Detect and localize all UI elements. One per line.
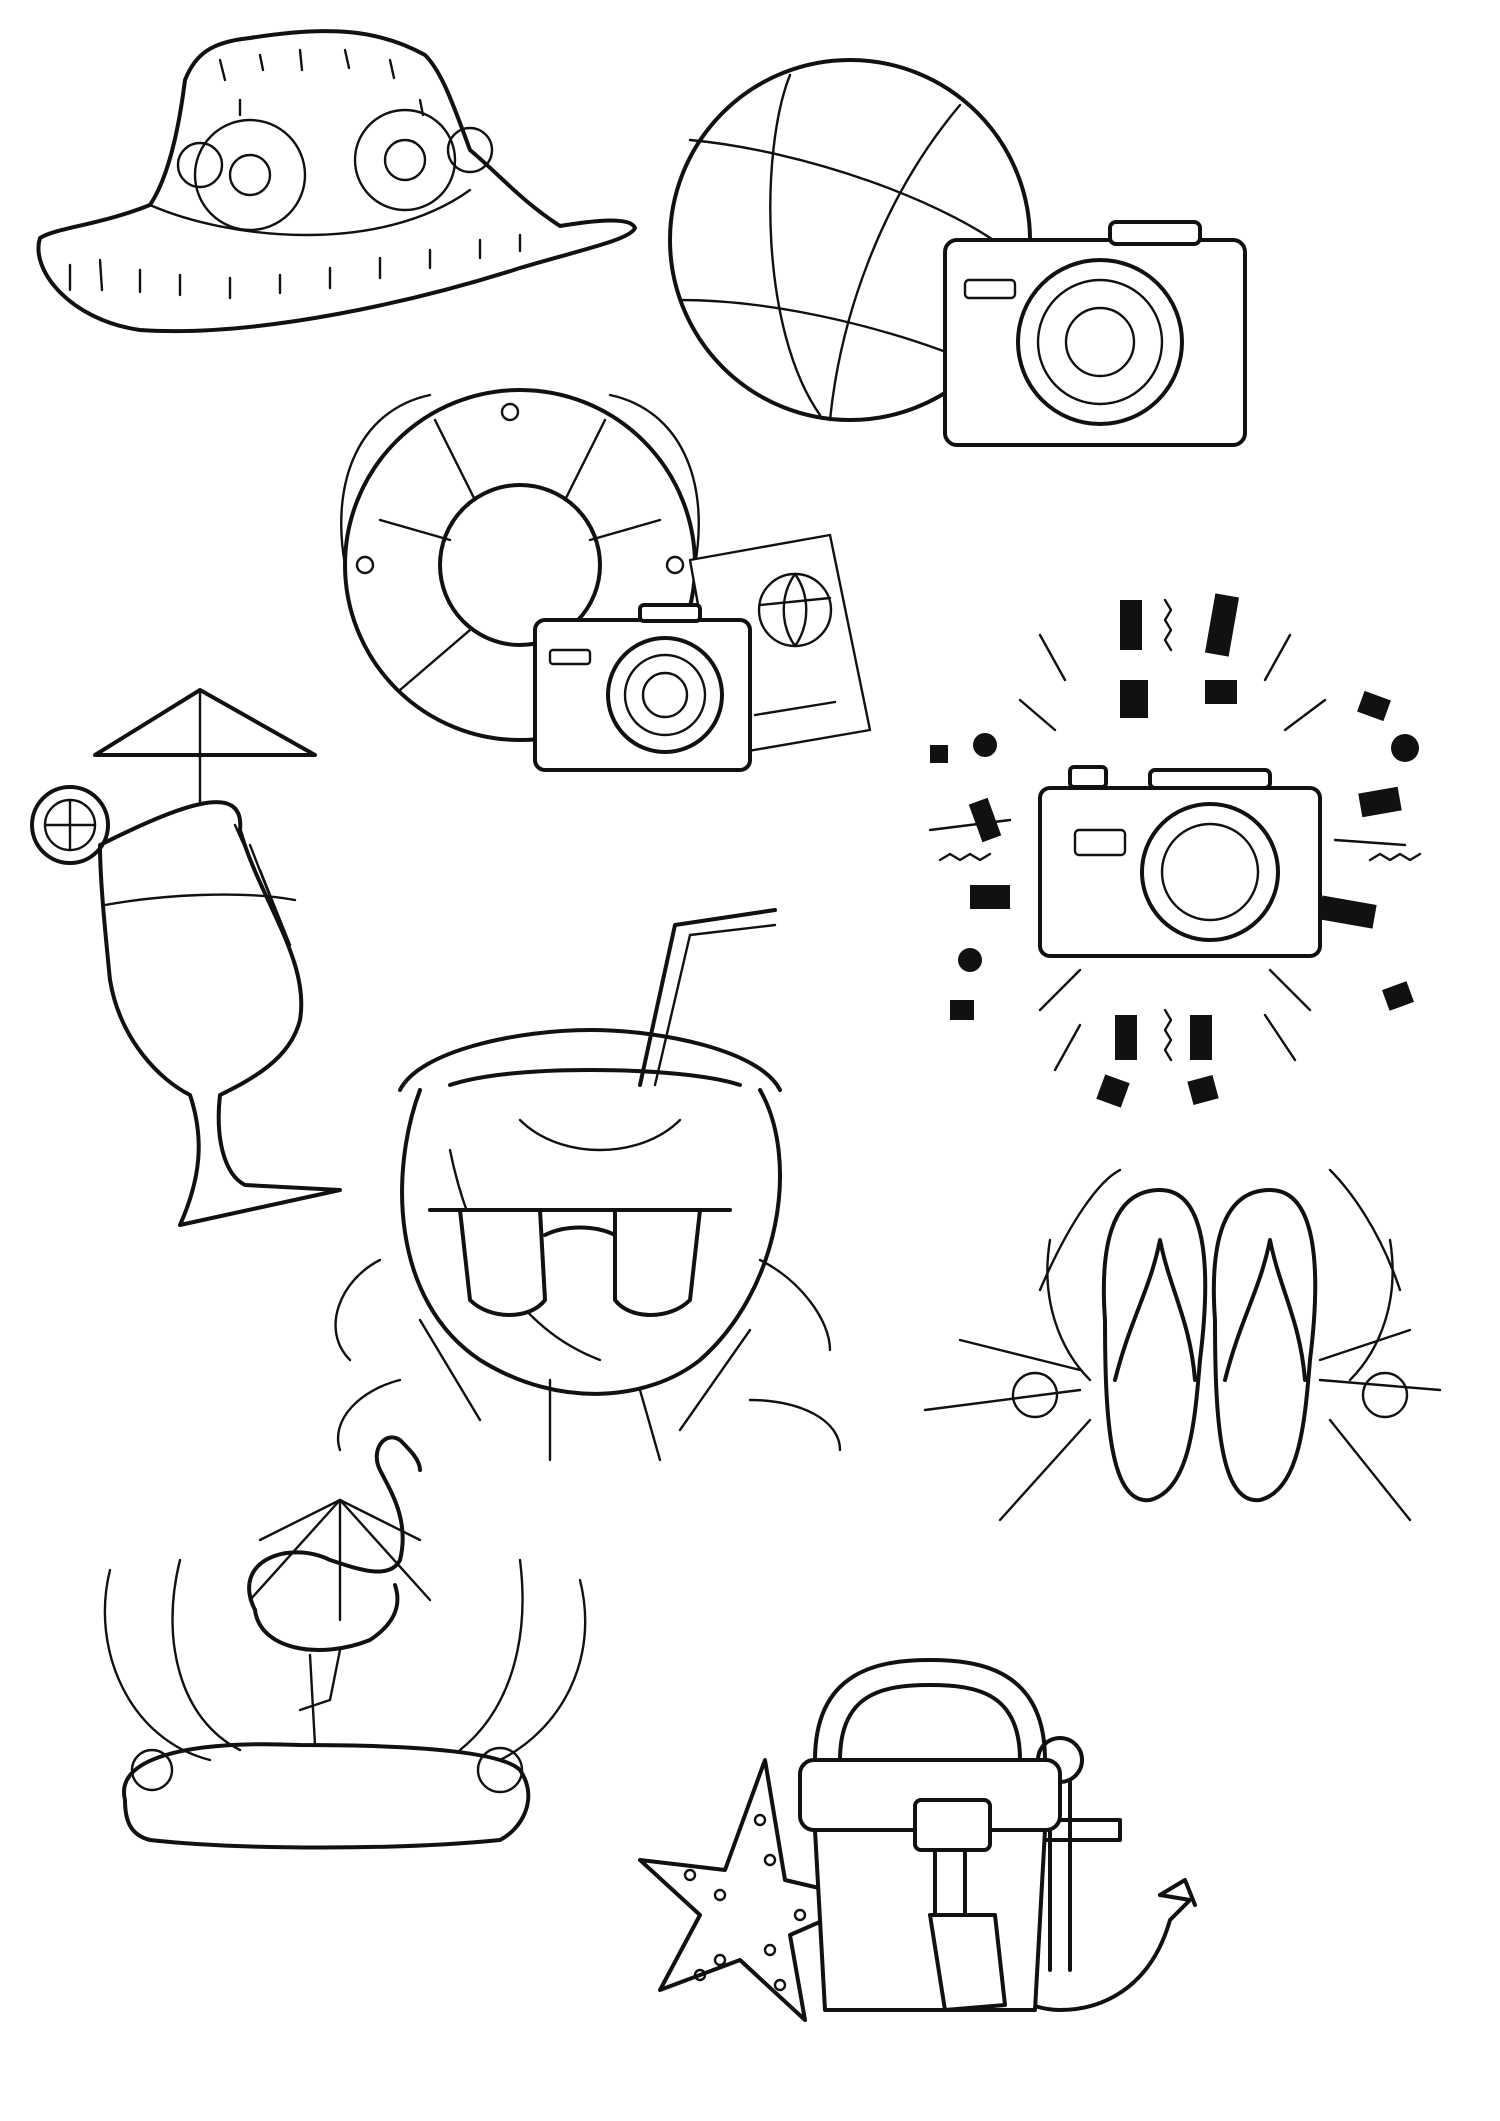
camera-icon [943, 220, 1247, 447]
coconut-drink-icon [334, 908, 842, 1462]
flip-flops-icon [923, 1168, 1442, 1522]
camera-icon [533, 603, 752, 772]
sand-bucket-icon [798, 1658, 1062, 2012]
camera-burst-icon [928, 593, 1422, 1108]
flamingo-icon [103, 1435, 587, 1850]
sun-hat-icon [36, 29, 637, 334]
cocktail-umbrella-icon [30, 688, 342, 1227]
sunglasses-icon [428, 1208, 732, 1317]
